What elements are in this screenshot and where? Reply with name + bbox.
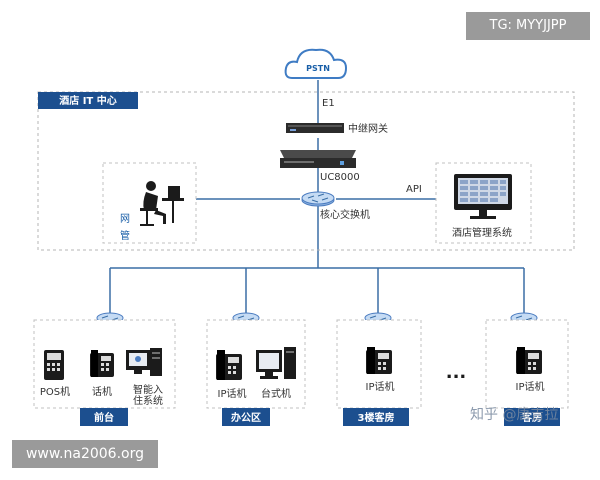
- uc-server-icon: [280, 150, 356, 168]
- netmgmt-label-1: 网: [120, 213, 130, 225]
- core-switch-label: 核心交换机: [320, 208, 370, 221]
- floor3-item-1: IP话机: [366, 380, 395, 393]
- group-frontdesk-label: 前台: [94, 411, 114, 424]
- group-rooms-tab: [504, 408, 560, 426]
- desktop-pc-icon: [256, 347, 296, 379]
- group-floor3-tab: [343, 408, 409, 426]
- frontdesk-item-3-line-1: 智能入: [133, 383, 163, 396]
- it-center-tab: [38, 92, 138, 109]
- ip-phone-icon: [366, 347, 392, 374]
- rooms-item-1: IP话机: [516, 380, 545, 393]
- watermark-zhihu: 知乎 @唐吉拉: [470, 407, 559, 423]
- hotel-system-label: 酒店管理系统: [452, 226, 512, 239]
- netmgmt-label-2: 管: [120, 229, 130, 242]
- gateway-label: 中继网关: [348, 122, 388, 135]
- smart-checkin-icon: [126, 348, 162, 376]
- admin-workstation-icon: [140, 181, 184, 226]
- ucserver-label: UC8000: [320, 172, 360, 183]
- pos-terminal-icon: [44, 350, 64, 380]
- it-center-title: 酒店 IT 中心: [59, 94, 117, 107]
- ip-phone-icon: [516, 347, 542, 374]
- group-frontdesk-tab: [80, 408, 128, 426]
- connection-lines: [109, 80, 525, 314]
- api-label: API: [406, 184, 422, 195]
- core-switch-icon: [301, 191, 335, 207]
- hotel-monitor-icon: [454, 174, 512, 219]
- watermark-bottom-left: www.na2006.org: [12, 440, 158, 468]
- group-rooms-label: 客房: [521, 411, 542, 424]
- more-groups-ellipsis: ...: [446, 362, 467, 383]
- office-item-1: IP话机: [218, 387, 247, 400]
- group-office-tab: [222, 408, 270, 426]
- office-item-2: 台式机: [261, 387, 291, 400]
- pstn-cloud-icon: PSTN: [284, 48, 348, 79]
- frontdesk-item-3-line-2: 住系统: [133, 394, 163, 407]
- frontdesk-item-1: POS机: [40, 385, 70, 398]
- group-floor3-label: 3楼客房: [358, 411, 395, 424]
- group-office-label: 办公区: [231, 411, 261, 424]
- frontdesk-item-2: 话机: [92, 385, 112, 398]
- ip-phone-icon: [216, 350, 242, 380]
- phone-icon: [90, 350, 114, 377]
- watermark-top-right: TG: MYYJJPP: [466, 12, 590, 40]
- trunk-gateway-icon: [286, 123, 344, 133]
- it-center-frame: [37, 91, 575, 251]
- e1-label: E1: [322, 98, 335, 109]
- pstn-label: PSTN: [306, 64, 330, 73]
